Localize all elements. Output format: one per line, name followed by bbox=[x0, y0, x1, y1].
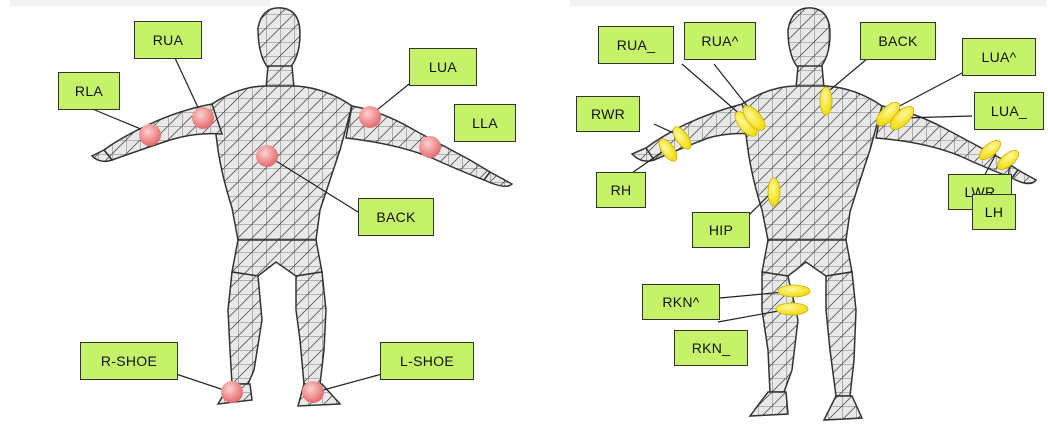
label-hip: HIP bbox=[692, 212, 750, 248]
sensor-rla bbox=[139, 124, 161, 146]
label-lua: LUA bbox=[409, 48, 477, 86]
label-rua: RUA bbox=[134, 21, 202, 59]
leader-line bbox=[892, 72, 964, 110]
label-lla: LLA bbox=[454, 104, 516, 142]
sensor-hip bbox=[768, 178, 780, 206]
label-r-shoe: R-SHOE bbox=[80, 342, 178, 380]
leader-line bbox=[316, 374, 382, 392]
sensor-lla bbox=[419, 136, 441, 158]
label-rua-upper: RUA^ bbox=[684, 22, 756, 60]
sensor-rua bbox=[192, 107, 214, 129]
label-back: BACK bbox=[358, 198, 434, 236]
label-rua-lower: RUA_ bbox=[598, 26, 674, 64]
label-rkn-upper: RKN^ bbox=[642, 284, 720, 320]
label-rwr: RWR bbox=[576, 96, 640, 132]
sensor-l-shoe bbox=[302, 381, 324, 403]
leader-line bbox=[175, 58, 201, 114]
label-lh: LH bbox=[972, 194, 1016, 230]
panel-divider bbox=[540, 0, 552, 425]
leader-line bbox=[830, 58, 868, 90]
sensor-rkn-upper bbox=[778, 285, 810, 297]
label-back: BACK bbox=[860, 22, 936, 60]
sensor-rkn-lower bbox=[776, 303, 808, 315]
leader-line bbox=[90, 108, 148, 132]
sensor-back bbox=[820, 87, 832, 115]
leader-line bbox=[682, 64, 742, 116]
label-rkn-lower: RKN_ bbox=[674, 330, 748, 366]
sensor-back bbox=[256, 145, 278, 167]
leader-line bbox=[714, 64, 752, 112]
leader-line bbox=[372, 80, 414, 114]
label-rh: RH bbox=[596, 172, 646, 208]
label-lua-upper: LUA^ bbox=[962, 38, 1036, 76]
label-l-shoe: L-SHOE bbox=[380, 342, 474, 380]
right-figure-panel: RUA_ RUA^ BACK LUA^ RWR LUA_ RH LWR LH H… bbox=[562, 0, 1048, 425]
left-figure-panel: RUA RLA LUA LLA BACK R-SHOE L-SHOE bbox=[0, 0, 528, 425]
label-lua-lower: LUA_ bbox=[974, 92, 1044, 130]
sensor-lua bbox=[359, 106, 381, 128]
sensor-r-shoe bbox=[221, 381, 243, 403]
label-rla: RLA bbox=[58, 72, 120, 110]
